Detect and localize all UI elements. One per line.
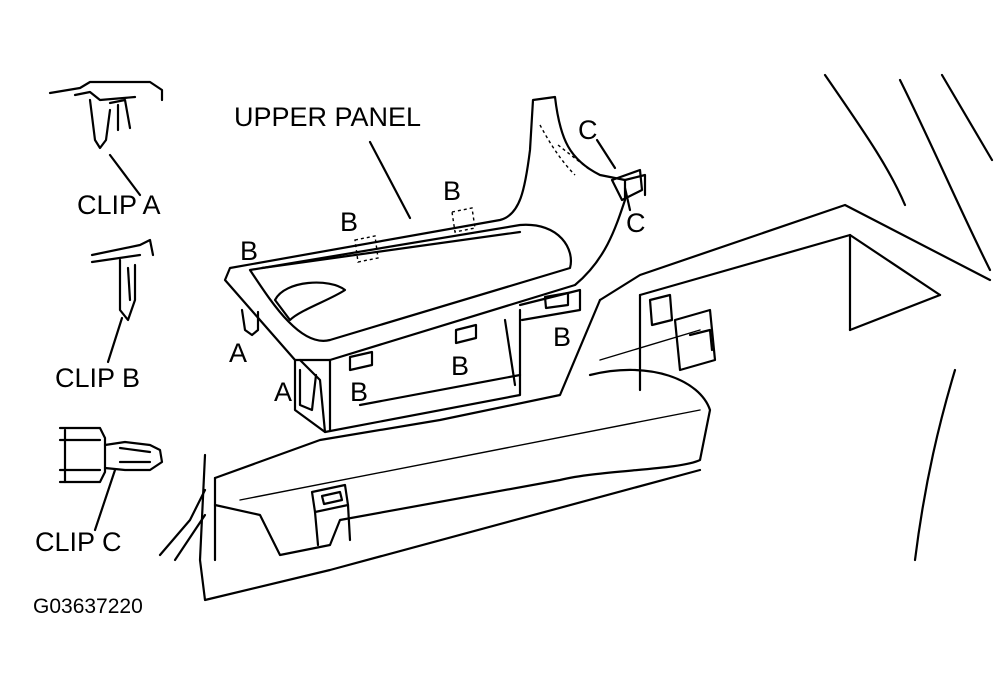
clip-b-label: CLIP B xyxy=(55,363,140,393)
callout-b-front-left: B xyxy=(350,377,368,407)
callout-a-lower: A xyxy=(274,377,292,407)
clip-c-label: CLIP C xyxy=(35,527,122,557)
clip-a-drawing xyxy=(48,80,164,150)
callout-b-front-center: B xyxy=(451,351,469,381)
console-tabs xyxy=(310,293,717,547)
leader-lines xyxy=(93,138,632,532)
upper-panel-label: UPPER PANEL xyxy=(234,102,421,132)
callout-b-bracket: B xyxy=(553,322,571,352)
callout-b-middle: B xyxy=(340,207,358,237)
upper-panel-part xyxy=(223,95,647,434)
callout-b-upper: B xyxy=(443,176,461,206)
callout-b-left: B xyxy=(240,236,258,266)
clip-c-drawing xyxy=(58,426,164,484)
callout-c-top: C xyxy=(578,115,598,145)
callout-c-right: C xyxy=(626,208,646,238)
callout-a-upper: A xyxy=(229,338,247,368)
center-console-body xyxy=(158,73,994,602)
labels: UPPER PANEL CLIP A CLIP B CLIP C C C B B… xyxy=(33,102,646,618)
figure-code: G03637220 xyxy=(33,595,143,618)
clip-a-label: CLIP A xyxy=(77,190,161,220)
clip-b-drawing xyxy=(90,238,155,322)
